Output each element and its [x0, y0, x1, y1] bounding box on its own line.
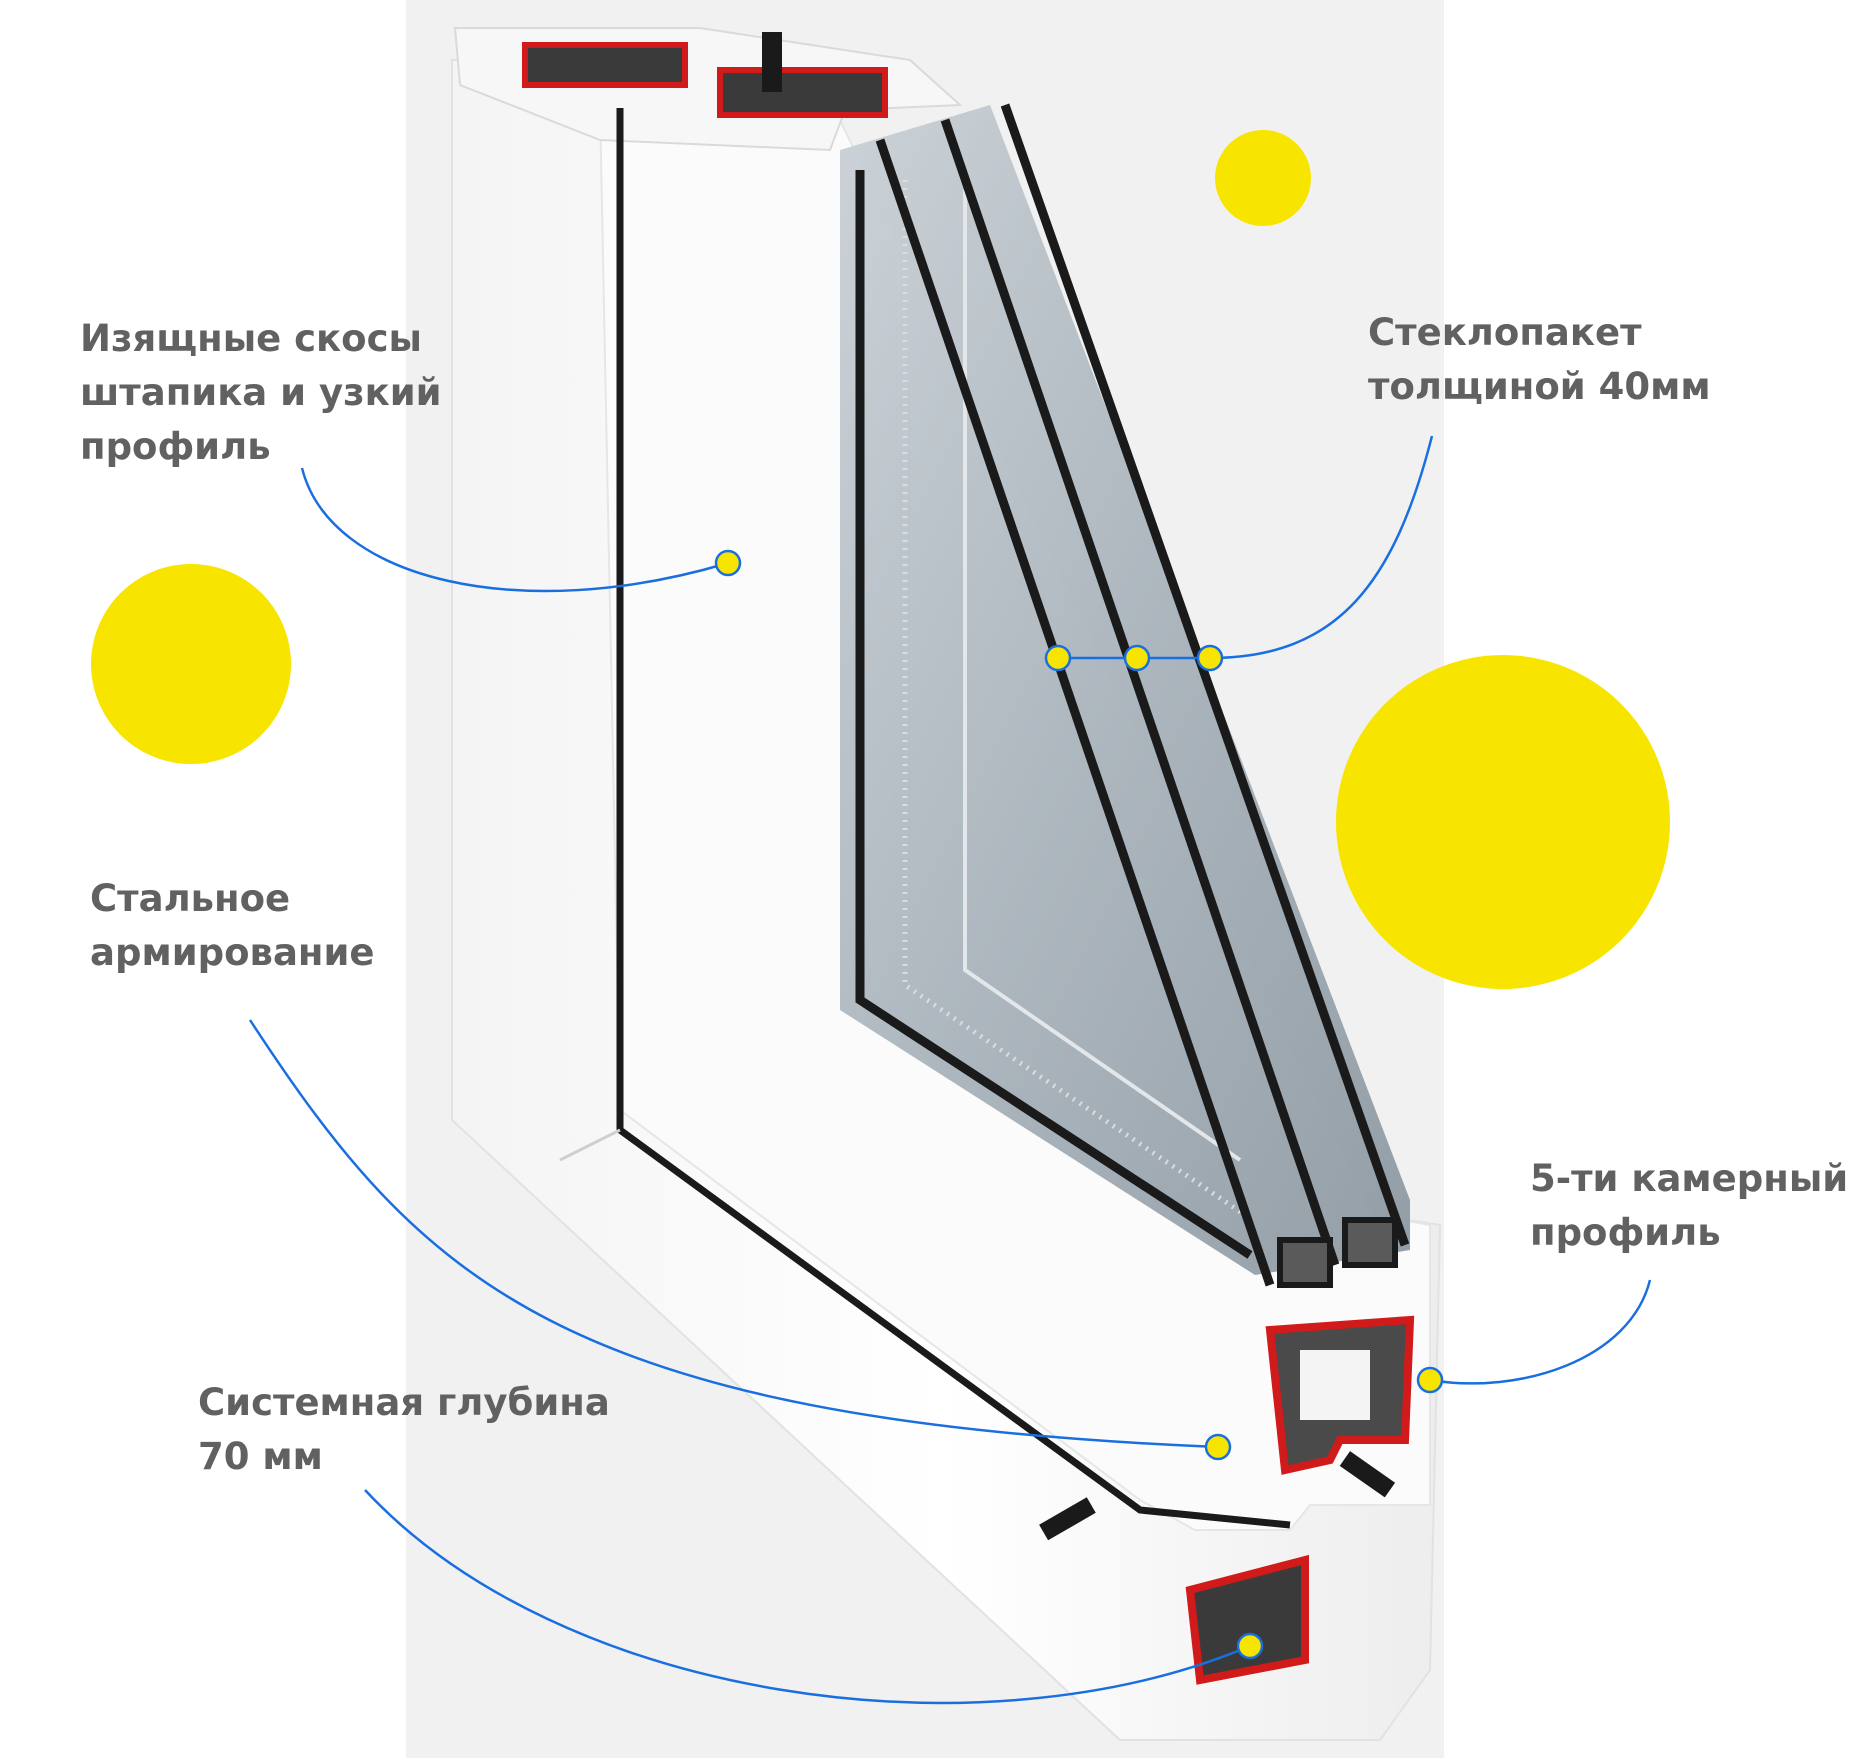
callout-line: толщиной 40мм	[1368, 365, 1711, 408]
leader-line-chambers	[1429, 1279, 1652, 1385]
callout-line: Изящные скосы	[80, 317, 422, 360]
callout-system-depth: Системная глубина 70 мм	[198, 1376, 610, 1484]
glass-spacer-line-2	[963, 190, 1242, 1162]
leader-line-steel	[248, 1019, 1219, 1449]
callout-beading-profile: Изящные скосы штапика и узкий профиль	[80, 312, 442, 474]
frame-gasket	[1039, 1497, 1096, 1541]
marker-dot-glass-3	[1196, 644, 1224, 672]
callout-line: Стальное	[90, 877, 291, 920]
callout-glass-unit: Стеклопакет толщиной 40мм	[1368, 306, 1711, 414]
frame-edge-line	[559, 1128, 621, 1162]
marker-dot-glass-2	[1123, 644, 1151, 672]
glass-spacer-box-1	[1277, 1237, 1333, 1288]
callout-line: 5-ти камерный	[1530, 1157, 1849, 1200]
glass-spacer-box-2	[1342, 1217, 1398, 1268]
glass-inner-frame	[855, 170, 1253, 1259]
marker-dot-steel	[1204, 1433, 1232, 1461]
glass-pane-2	[940, 118, 1340, 1267]
top-reinforcement-right	[717, 67, 888, 118]
callout-line: профиль	[80, 425, 271, 468]
marker-dot-depth	[1236, 1632, 1264, 1660]
leader-line-depth	[364, 1489, 1251, 1705]
decor-circle-small	[1215, 130, 1311, 226]
callout-line: штапика и узкий	[80, 371, 442, 414]
marker-dot-beading	[714, 549, 742, 577]
frame-reinforcement	[1185, 1554, 1309, 1685]
leader-line-beading	[300, 467, 729, 593]
sash-chamber-insert	[1300, 1350, 1370, 1420]
frame-seal-line	[616, 108, 1291, 1529]
callout-steel-reinforcement: Стальное армирование	[90, 872, 375, 980]
decor-circle-right	[1336, 655, 1670, 989]
sash-gasket	[1339, 1451, 1396, 1498]
callout-line: армирование	[90, 931, 375, 974]
callout-line: Системная глубина	[198, 1381, 610, 1424]
decor-circle-left	[91, 564, 291, 764]
callout-line: профиль	[1530, 1211, 1721, 1254]
callout-five-chamber-profile: 5-ти камерный профиль	[1530, 1152, 1848, 1260]
top-gasket	[762, 32, 782, 92]
glass-pane-1	[875, 138, 1275, 1287]
glass-pane-3	[1000, 103, 1410, 1247]
callout-line: Стеклопакет	[1368, 311, 1642, 354]
leader-line-glass	[1058, 435, 1434, 660]
marker-dot-chambers	[1416, 1366, 1444, 1394]
marker-dot-glass-1	[1044, 644, 1072, 672]
top-reinforcement-left	[522, 42, 688, 88]
callout-line: 70 мм	[198, 1435, 323, 1478]
